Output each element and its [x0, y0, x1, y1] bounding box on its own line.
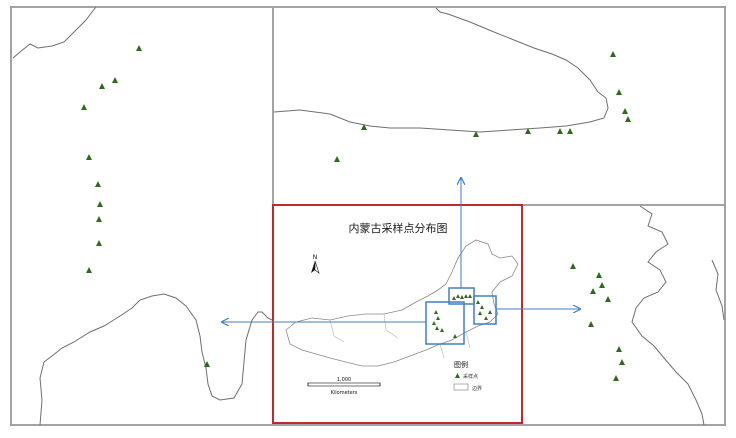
- sample-point-icon: [434, 310, 438, 314]
- map-title: 内蒙古采样点分布图: [349, 221, 448, 235]
- sample-point-icon: [468, 294, 472, 298]
- north-arrow-icon: N: [311, 254, 320, 274]
- sample-point-icon: [86, 267, 92, 273]
- scale-bar: 1,000 Kilometers: [307, 377, 381, 396]
- boundary-swatch-icon: [453, 383, 469, 391]
- main-map-sample-points: [432, 294, 492, 338]
- sample-point-icon: [99, 83, 105, 89]
- bottom-right-inset-boundary-side: [711, 259, 725, 321]
- sample-point-icon: [590, 288, 596, 294]
- sample-point-icon: [616, 89, 622, 95]
- north-label: N: [313, 254, 318, 261]
- sample-point-icon: [605, 296, 611, 302]
- inner-mongolia-outline: [285, 239, 519, 367]
- left-inset-sample-points: [81, 45, 210, 367]
- top-inset-sample-points: [334, 51, 631, 162]
- legend-point-label: 采样点: [463, 373, 478, 380]
- sample-point-icon: [436, 316, 440, 320]
- sample-point-icon: [96, 240, 102, 246]
- left-inset-boundary-bottom: [39, 293, 273, 426]
- sample-point-icon: [440, 328, 444, 332]
- sample-point-icon: [456, 294, 460, 298]
- bottom-right-inset-boundary: [631, 205, 705, 426]
- sample-point-icon: [557, 128, 563, 134]
- outer-frame: [10, 6, 726, 426]
- legend-title: 图例: [454, 360, 468, 369]
- left-inset-boundary-top: [12, 6, 97, 59]
- main-map-frame: [272, 204, 523, 424]
- sample-point-icon: [476, 300, 480, 304]
- sample-point-icon: [432, 321, 436, 325]
- sample-point-icon: [97, 201, 103, 207]
- scale-value: 1,000: [337, 377, 351, 383]
- legend-boundary-label: 边界: [472, 385, 482, 392]
- sample-point-icon: [588, 321, 594, 327]
- sample-point-icon: [136, 45, 142, 51]
- sample-point-icon: [86, 154, 92, 160]
- sample-point-icon: [570, 263, 576, 269]
- zoom-box-east: [473, 295, 497, 325]
- legend: 图例 采样点 边界: [453, 360, 482, 392]
- sample-point-icon: [81, 104, 87, 110]
- sample-point-icon: [567, 128, 573, 134]
- sample-point-icon: [435, 326, 439, 330]
- top-inset-boundary: [273, 7, 609, 133]
- sample-point-icon: [112, 77, 118, 83]
- bottom-right-inset-sample-points: [570, 263, 625, 381]
- sample-point-icon: [478, 311, 482, 315]
- sample-point-icon: [619, 359, 625, 365]
- main-map-neighbour-lines: [329, 313, 471, 359]
- sample-point-icon: [625, 116, 631, 122]
- sample-point-icon: [599, 282, 605, 288]
- sample-point-icon: [95, 181, 101, 187]
- sample-point-icon: [613, 375, 619, 381]
- zoom-box-west: [425, 301, 465, 345]
- sample-point-icon: [616, 346, 622, 352]
- sample-point-icon: [204, 361, 210, 367]
- sample-point-icon: [453, 334, 457, 338]
- sample-point-icon: [525, 128, 531, 134]
- sample-point-icon: [361, 124, 367, 130]
- sample-point-icon: [596, 272, 602, 278]
- sample-point-icon: [610, 51, 616, 57]
- sample-point-icon: [484, 316, 488, 320]
- scale-unit: Kilometers: [331, 390, 358, 396]
- sample-point-icon: [473, 131, 479, 137]
- sample-point-icon: [480, 305, 484, 309]
- sample-point-icon: [464, 294, 468, 298]
- sample-point-icon: [460, 295, 464, 299]
- sample-point-icon: [622, 108, 628, 114]
- sample-point-icon: [452, 296, 456, 300]
- sample-point-icon: [488, 310, 492, 314]
- sample-point-icon: [96, 216, 102, 222]
- sample-point-icon: [334, 156, 340, 162]
